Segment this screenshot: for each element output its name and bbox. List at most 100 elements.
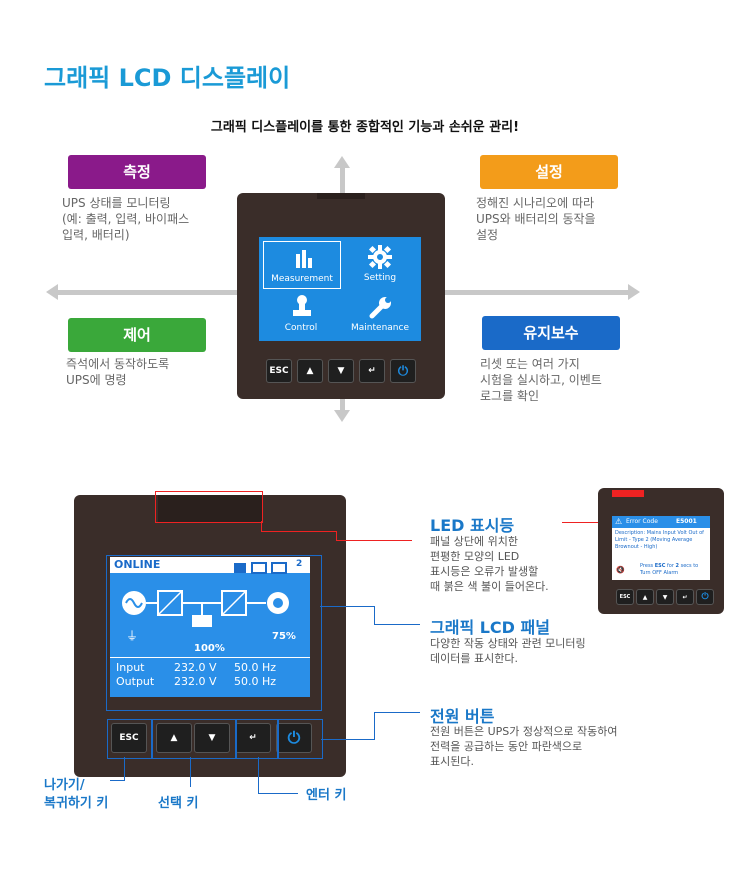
main-ups-display: ONLINE 2 ⏚ 100% (74, 495, 346, 777)
power-desc-line1: 전원 버튼은 UPS가 정상적으로 작동하여 (430, 725, 618, 738)
warning-icon: ⚠ (615, 517, 623, 526)
main-down-button[interactable]: ▼ (194, 723, 230, 753)
status-icon-badge: 2 (296, 559, 303, 569)
enter-button[interactable]: ↵ (359, 359, 385, 383)
up-button[interactable]: ▲ (297, 359, 323, 383)
arrow-left-line (58, 290, 248, 295)
error-power-button[interactable]: ⏻ (696, 589, 714, 605)
esc-highlight-box (107, 719, 153, 759)
gear-icon (368, 245, 392, 273)
led-callout-title: LED 표시등 (430, 516, 515, 535)
menu-control-label: Control (284, 323, 318, 333)
badge-setting: 설정 (480, 155, 618, 189)
error-esc-button[interactable]: ESC (616, 589, 634, 605)
readings-divider (110, 657, 310, 658)
arrow-down-line (340, 392, 345, 412)
arrow-up-line (340, 168, 345, 198)
arrow-down-head (334, 410, 350, 422)
esc-button[interactable]: ESC (266, 359, 292, 383)
setting-desc-line1: 정해진 시나리오에 따라 (476, 196, 595, 210)
esc-connector-h (110, 780, 125, 781)
menu-setting-label: Setting (363, 273, 397, 283)
top-ups-display: Measurement Setting Control Maintenance … (237, 193, 445, 399)
page-title: 그래픽 LCD 디스플레이 (44, 64, 291, 92)
main-enter-button[interactable]: ↵ (235, 723, 271, 753)
maintenance-desc-line2: 시험을 실시하고, 이벤트 (480, 373, 602, 387)
press-text3: secs to Turn OFF Alarm (640, 563, 699, 576)
status-icons (234, 559, 294, 578)
power-connector-v (374, 712, 375, 739)
output-frequency: 50.0 Hz (234, 675, 277, 688)
back-key-label: 나가기/ 복귀하기 키 (44, 777, 108, 813)
error-ups-display: ⚠ Error Code E5001 Description: Mains In… (598, 488, 724, 614)
press-esc: ESC (654, 563, 666, 569)
badge-maintenance: 유지보수 (482, 316, 620, 350)
output-label: Output (116, 675, 155, 688)
error-enter-button[interactable]: ↵ (676, 589, 694, 605)
enter-highlight-box (235, 719, 279, 759)
select-highlight-box (151, 719, 237, 759)
status-text: ONLINE (114, 558, 161, 571)
main-up-button[interactable]: ▲ (156, 723, 192, 753)
input-voltage: 232.0 V (174, 661, 217, 674)
power-callout-desc: 전원 버튼은 UPS가 정상적으로 작동하여 전력을 공급하는 동안 파란색으로… (430, 724, 720, 769)
lcd-callout-desc: 다양한 작동 상태와 관련 모니터링 데이터를 표시한다. (430, 636, 680, 666)
ground-icon: ⏚ (126, 629, 139, 643)
error-code-label: Error Code (626, 518, 658, 525)
menu-maintenance[interactable]: Maintenance (343, 291, 417, 337)
main-lcd-screen: ONLINE 2 ⏚ 100% (110, 557, 310, 697)
menu-measurement-label: Measurement (271, 274, 333, 284)
enter-connector-v (258, 757, 259, 793)
maintenance-desc-line1: 리셋 또는 여러 가지 (480, 357, 580, 371)
led-connector-v2 (336, 531, 337, 541)
setting-desc-line2: UPS와 배터리의 동작을 (476, 212, 596, 226)
lcd-connector-h1 (320, 606, 374, 607)
error-up-button[interactable]: ▲ (636, 589, 654, 605)
select-connector-v (190, 757, 191, 787)
arrow-left-head (46, 284, 58, 300)
back-key-line1: 나가기/ (44, 778, 85, 793)
power-desc-line3: 표시된다. (430, 755, 474, 768)
wrench-icon (369, 295, 393, 323)
error-code-value: E5001 (676, 518, 697, 525)
led-desc-line3: 표시등은 오류가 발생할 (430, 565, 539, 578)
lcd-connector-v (374, 606, 375, 624)
led-highlight-box (155, 491, 263, 523)
back-key-line2: 복귀하기 키 (44, 796, 109, 811)
power-desc-line2: 전력을 공급하는 동안 파란색으로 (430, 740, 583, 753)
lcd-desc-line2: 데이터를 표시한다. (430, 652, 518, 665)
menu-maintenance-label: Maintenance (351, 323, 409, 333)
main-esc-button[interactable]: ESC (111, 723, 147, 753)
top-led-indicator (317, 193, 365, 199)
control-desc-line1: 즉석에서 동작하도록 (66, 357, 170, 371)
enter-key-label: 엔터 키 (306, 788, 347, 803)
bar-chart-icon (294, 248, 314, 272)
menu-control[interactable]: Control (263, 291, 339, 337)
mute-icon: 🔇 (616, 566, 625, 574)
error-led-indicator (612, 490, 644, 497)
battery-percent: 100% (194, 643, 225, 654)
arrow-right-head (628, 284, 640, 300)
output-voltage: 232.0 V (174, 675, 217, 688)
measure-desc: UPS 상태를 모니터링 (예: 출력, 입력, 바이패스 입력, 배터리) (62, 195, 237, 243)
power-connector-h2 (321, 739, 375, 740)
setting-desc: 정해진 시나리오에 따라 UPS와 배터리의 동작을 설정 (476, 195, 676, 243)
load-percent: 75% (272, 631, 296, 642)
enter-connector-h (258, 793, 298, 794)
led-connector-to-error (562, 522, 612, 523)
stamp-icon (291, 295, 313, 323)
measure-desc-line1: UPS 상태를 모니터링 (62, 196, 171, 210)
down-button[interactable]: ▼ (328, 359, 354, 383)
led-desc-line1: 패널 상단에 위치한 (430, 535, 518, 548)
main-power-button[interactable]: ⏻ (276, 723, 312, 753)
status-bar: ONLINE 2 (110, 557, 310, 574)
led-callout-desc: 패널 상단에 위치한 편평한 모양의 LED 표시등은 오류가 발생할 때 붉은… (430, 534, 600, 594)
error-down-button[interactable]: ▼ (656, 589, 674, 605)
control-desc: 즉석에서 동작하도록 UPS에 명령 (66, 356, 241, 388)
menu-setting[interactable]: Setting (343, 241, 417, 287)
menu-measurement[interactable]: Measurement (263, 241, 341, 289)
error-header: ⚠ Error Code E5001 (612, 516, 710, 528)
led-desc-line2: 편평한 모양의 LED (430, 550, 520, 563)
power-button[interactable]: ⏻ (390, 359, 416, 383)
error-description: Description: Mains Input Volt Out of Lim… (615, 530, 704, 550)
